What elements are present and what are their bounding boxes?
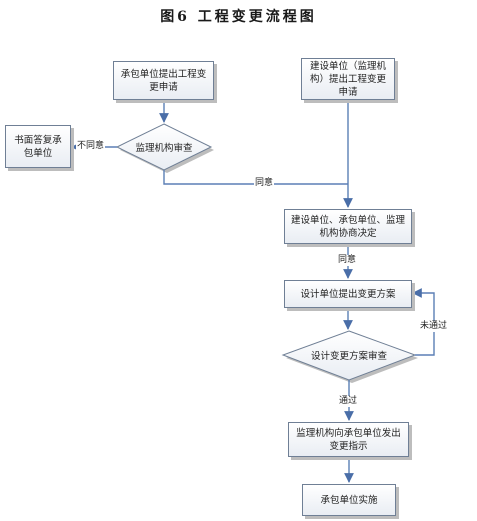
not-agree-label: 不同意 (76, 141, 106, 152)
joint-decision-box: 建设单位、承包单位、监理机构协商决定 (284, 209, 412, 244)
edge-review-agree (163, 170, 348, 185)
contractor-propose-label: 承包单位提出工程变更申请 (120, 68, 207, 93)
pass-label: 通过 (338, 396, 359, 407)
agree-label-1: 同意 (254, 178, 275, 189)
written-reply-label: 书面答复承包单位 (14, 134, 62, 159)
supervisor-review-label: 监理机构审查 (135, 143, 193, 154)
design-propose-box: 设计单位提出变更方案 (284, 280, 412, 308)
written-reply-box: 书面答复承包单位 (5, 125, 71, 168)
joint-decision-label: 建设单位、承包单位、监理机构协商决定 (291, 214, 406, 239)
issue-instruction-box: 监理机构向承包单位发出变更指示 (288, 422, 409, 457)
not-pass-label: 未通过 (419, 321, 449, 332)
contractor-propose-box: 承包单位提出工程变更申请 (113, 61, 214, 100)
owner-propose-box: 建设单位（监理机构）提出工程变更申请 (301, 58, 395, 100)
diagram-title: 图6 工程变更流程图 (160, 9, 317, 25)
implement-label: 承包单位实施 (320, 494, 378, 506)
design-propose-label: 设计单位提出变更方案 (300, 288, 396, 300)
design-review-label: 设计变更方案审查 (310, 351, 387, 362)
issue-instruction-label: 监理机构向承包单位发出变更指示 (296, 427, 401, 452)
implement-box: 承包单位实施 (302, 484, 396, 516)
agree-label-2: 同意 (337, 255, 358, 266)
owner-propose-label: 建设单位（监理机构）提出工程变更申请 (309, 60, 386, 98)
